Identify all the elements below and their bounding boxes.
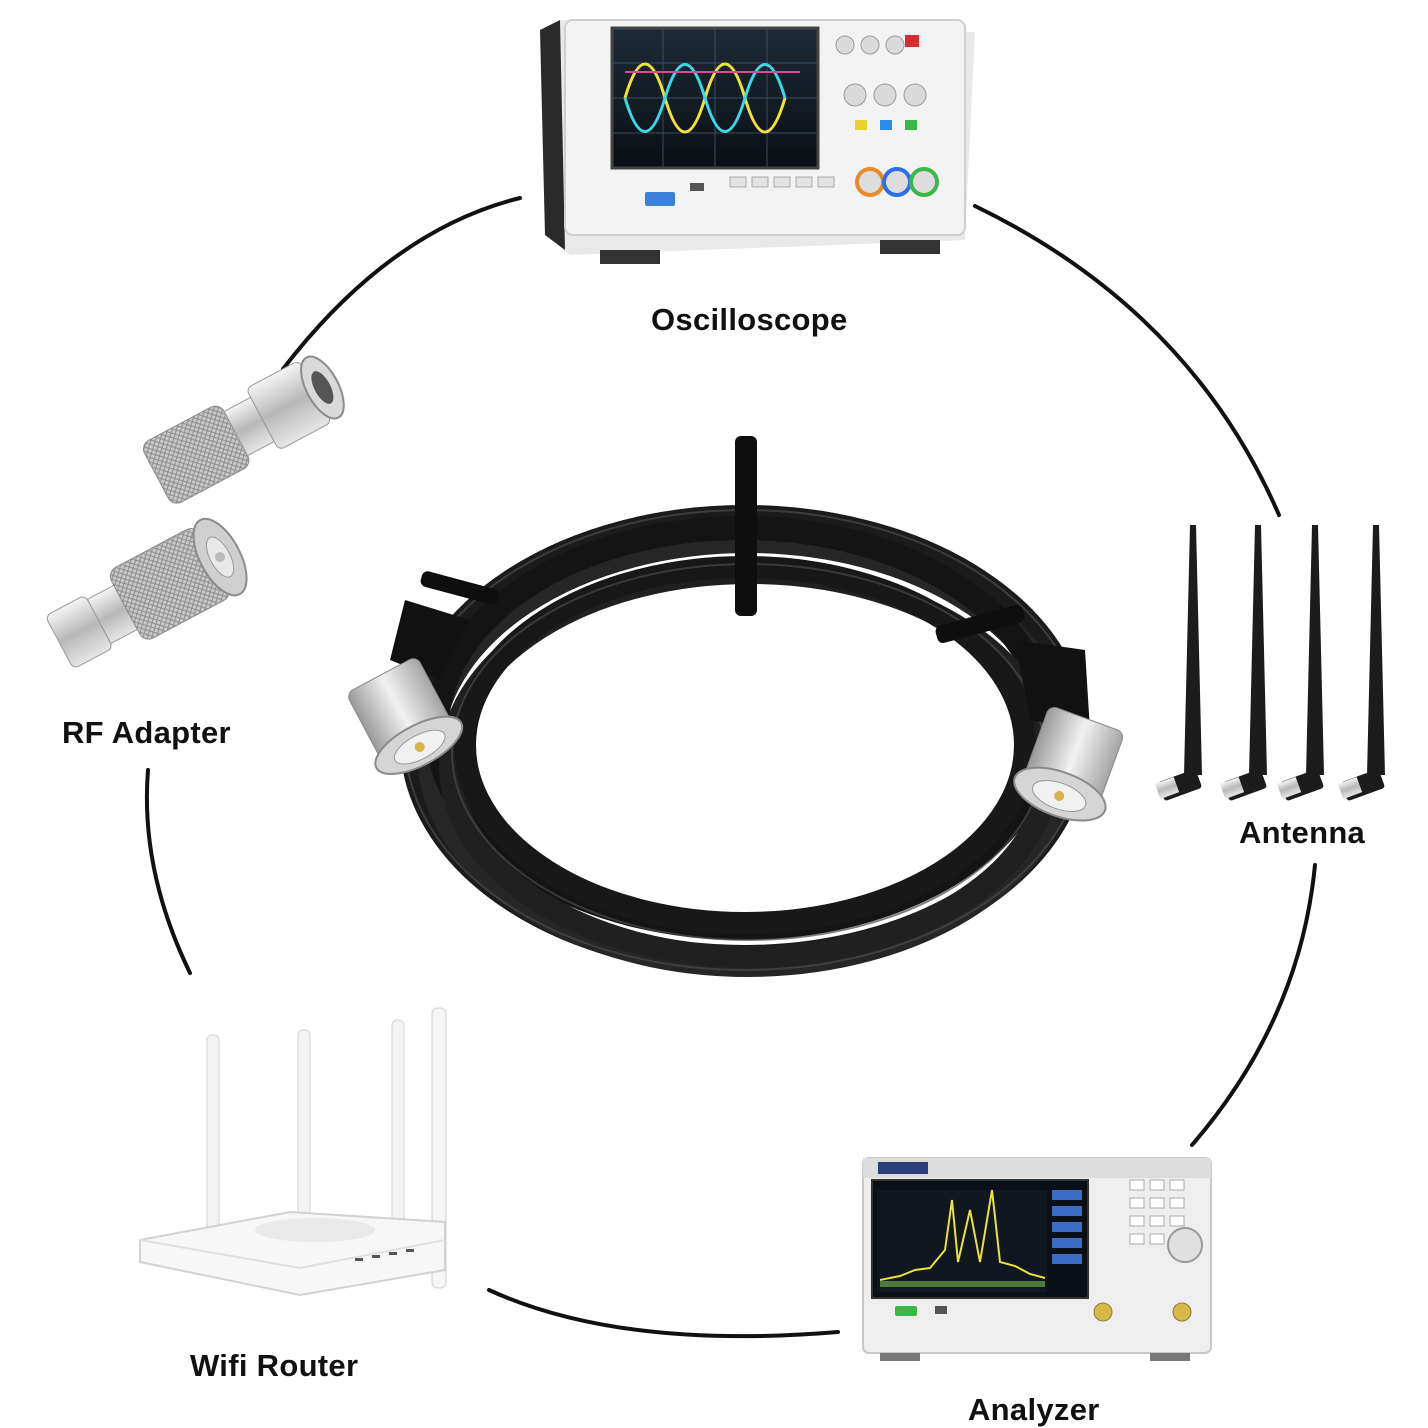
connection-arcs xyxy=(144,196,1317,1339)
label-antenna: Antenna xyxy=(1239,815,1366,850)
oscilloscope-image xyxy=(540,19,975,264)
wifi-router-image xyxy=(139,1007,447,1297)
arc-router-to-rf xyxy=(144,768,192,975)
spectrum-analyzer-image xyxy=(862,1157,1212,1361)
label-wifi-router: Wifi Router xyxy=(190,1348,359,1383)
bnc-cable-image xyxy=(348,436,1124,977)
label-analyzer: Analyzer xyxy=(968,1392,1100,1427)
rf-adapter-image xyxy=(46,355,345,668)
arc-oscilloscope-to-antenna xyxy=(973,204,1281,517)
arc-analyzer-to-router xyxy=(487,1288,840,1339)
antenna-image xyxy=(1154,525,1385,801)
label-rf-adapter: RF Adapter xyxy=(62,715,231,750)
arc-antenna-to-analyzer xyxy=(1190,863,1317,1147)
label-oscilloscope: Oscilloscope xyxy=(651,302,848,337)
arc-rf-to-oscilloscope xyxy=(281,196,522,371)
